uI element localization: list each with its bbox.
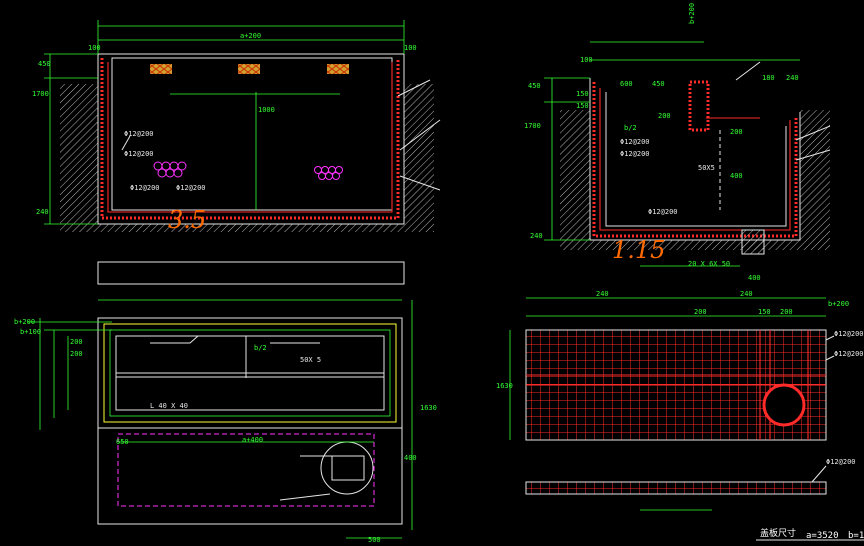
s2-dim-240: 240 (786, 74, 799, 82)
s2-dim-100: 100 (580, 56, 593, 64)
s2-column (688, 80, 710, 132)
cover-strip (97, 261, 405, 285)
slab-opening (762, 383, 806, 427)
soil-hatch-s2-bottom (590, 240, 800, 250)
plan-frame-1 (103, 323, 397, 423)
s2-rebar-2: Φ12@200 (620, 150, 650, 158)
slab-rebar-2: Φ12@200 (834, 350, 864, 358)
rebar-inner-1 (107, 62, 393, 213)
slab-rebar-3: Φ12@200 (826, 458, 856, 466)
slab-dim-240b: 240 (740, 290, 753, 298)
plan-right-400: 400 (404, 454, 417, 462)
section-2: 100 600 450 180 240 b+200 450 1700 240 1… (524, 3, 831, 282)
slab-rebar-1: Φ12@200 (834, 330, 864, 338)
label-rebar-a: Φ12@200 (124, 130, 154, 138)
s2-steel: 50X5 (698, 164, 715, 172)
plan-b100: b+100 (20, 328, 41, 336)
s2-rebar-1: Φ12@200 (620, 138, 650, 146)
plan-b2: b/2 (254, 344, 267, 352)
slab-dim-b200: b+200 (828, 300, 849, 308)
label-rebar-c: Φ12@200 (130, 184, 160, 192)
s2-vert-450: 450 (528, 82, 541, 90)
manhole-square (331, 455, 365, 481)
embed-plate-2 (238, 64, 260, 74)
s2-rebar-3: Φ12@200 (648, 208, 678, 216)
rebar-cage-1 (100, 58, 400, 220)
s2-small-150a: 150 (576, 90, 589, 98)
handwritten-note-1: 3.5 (168, 206, 206, 234)
handwritten-note-2: 1.15 (612, 236, 665, 264)
label-rebar-b: Φ12@200 (124, 150, 154, 158)
pit-outline (97, 53, 405, 225)
label-rebar-d: Φ12@200 (176, 184, 206, 192)
s2-small-200b: 200 (730, 128, 743, 136)
embed-plate-1 (150, 64, 172, 74)
s2-dim-180: 180 (762, 74, 775, 82)
plan-200a: 200 (70, 338, 83, 346)
plan-200b: 200 (70, 350, 83, 358)
s2-dim-450: 450 (652, 80, 665, 88)
section-1: a+200 100 100 450 1700 240 1000 Φ12@200 … (32, 20, 441, 234)
dim-vert-450: 450 (38, 60, 51, 68)
s2-small-400: 400 (730, 172, 743, 180)
plan-view: b+200 b+100 200 200 a+400 50X 5 b/2 L 40… (14, 299, 437, 544)
slab-dim-240a: 240 (596, 290, 609, 298)
cable-bundle-right (314, 166, 343, 180)
s2-vert-240: 240 (530, 232, 543, 240)
plan-bottom-500: 500 (368, 536, 381, 544)
slab-view: 240 240 200 200 150 b+200 1630 Φ12@200 Φ… (496, 290, 864, 511)
plan-dashed-pit (117, 433, 375, 507)
dim-vert-240: 240 (36, 208, 49, 216)
s2-sump (741, 229, 765, 255)
soil-hatch-bottom (60, 224, 434, 232)
slab-section-strip (525, 481, 827, 495)
plan-left-650: 650 (116, 438, 129, 446)
dim-top-a200: a+200 (240, 32, 261, 40)
manhole-circle (320, 441, 374, 495)
s2-vert-1700: 1700 (524, 122, 541, 130)
s2-b2: b/2 (624, 124, 637, 132)
s2-small-150b: 150 (576, 102, 589, 110)
dim-edge-right: 100 (404, 44, 417, 52)
plan-steel: 50X 5 (300, 356, 321, 364)
footer: 盖板尺寸 a=3520 b=1 (756, 527, 864, 541)
embed-plate-3 (327, 64, 349, 74)
dim-vert-1700: 1700 (32, 90, 49, 98)
plan-a400: a+400 (242, 436, 263, 444)
slab-dim-1630: 1630 (496, 382, 513, 390)
slab-dim-200a: 200 (694, 308, 707, 316)
soil-hatch-s2-left (560, 110, 590, 250)
dim-edge-left: 100 (88, 44, 101, 52)
s2-outline (589, 78, 801, 241)
soil-hatch-right (404, 84, 434, 224)
slab-dim-150: 150 (758, 308, 771, 316)
footer-note: 盖板尺寸 (760, 527, 796, 539)
plan-right-1630: 1630 (420, 404, 437, 412)
s2-dim-b200: b+200 (688, 3, 696, 24)
footer-b-value: b=1 (848, 531, 864, 541)
dim-mid-1000: 1000 (258, 106, 275, 114)
s2-bottom-400: 400 (748, 274, 761, 282)
cable-bundle-left (153, 161, 187, 178)
footer-a-value: a=3520 (806, 531, 839, 541)
plan-b200: b+200 (14, 318, 35, 326)
soil-hatch-s2-right (800, 110, 830, 250)
s2-small-200a: 200 (658, 112, 671, 120)
plan-angle: L 40 X 40 (150, 402, 188, 410)
s2-bottom-dim: 20 X 6X 50 (688, 260, 730, 268)
s2-dim-600: 600 (620, 80, 633, 88)
rebar-cage-2 (592, 82, 798, 238)
plan-lower (97, 427, 403, 525)
slab-dim-200b: 200 (780, 308, 793, 316)
soil-hatch-left (60, 84, 98, 224)
plan-frame-2 (109, 329, 391, 417)
